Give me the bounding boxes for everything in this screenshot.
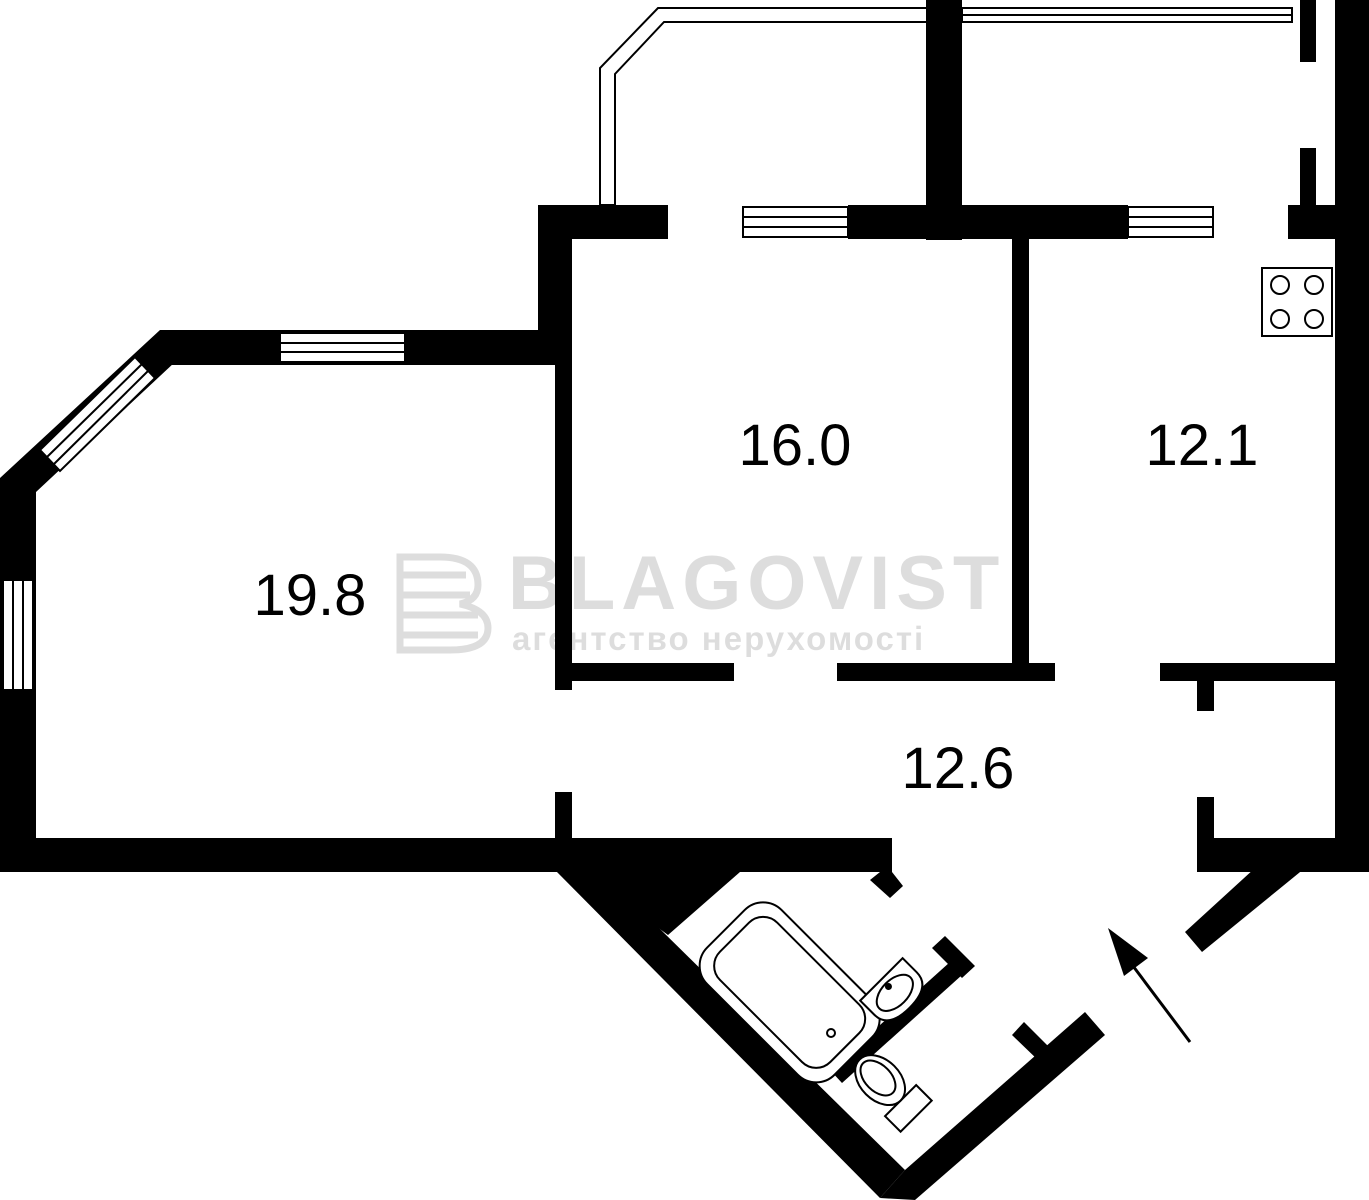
bathtub-icon xyxy=(698,901,881,1084)
wall-bathroom-stub-a xyxy=(870,872,903,898)
wall-entrance-right xyxy=(1185,868,1305,952)
wall-kitchen-bottom xyxy=(1160,663,1340,681)
window-living-diagonal xyxy=(38,355,157,473)
wall-bathroom-wedge xyxy=(555,852,892,935)
window-living-left xyxy=(2,579,34,691)
stove-icon xyxy=(1261,267,1333,337)
window-bedroom xyxy=(742,206,849,238)
wall-balcony-right-stub-2 xyxy=(1300,148,1316,208)
wall-bath-wc-divider xyxy=(830,962,962,1083)
wall-living-divider-upper xyxy=(555,362,572,690)
wall-bedroom-top-left xyxy=(538,205,668,239)
watermark: BLAGOVIST агентство нерухомості xyxy=(396,541,1005,657)
toilet-icon xyxy=(854,1054,934,1134)
watermark-logo-mark xyxy=(396,553,492,654)
wall-storage-bottom xyxy=(1197,838,1369,872)
window-kitchen xyxy=(1127,206,1214,238)
sink-icon xyxy=(858,956,924,1022)
balcony-railing xyxy=(599,7,928,206)
room-area-hallway: 12.6 xyxy=(902,736,1015,801)
wall-bedroom-bottom-left xyxy=(560,663,734,681)
entrance-arrow-icon xyxy=(1108,928,1192,1043)
wall-bedroom-top-mid xyxy=(848,205,1128,239)
wall-balcony-divider xyxy=(926,0,962,240)
wall-bathroom-stub-c xyxy=(1012,1022,1052,1062)
wall-living-divider-lower xyxy=(555,792,572,852)
wall-bathroom-bottom xyxy=(880,1012,1105,1200)
watermark-tagline: агентство нерухомості xyxy=(512,620,925,657)
window-living-top xyxy=(279,332,406,363)
wall-bathroom-outer-diagonal xyxy=(555,870,905,1198)
room-area-bedroom: 16.0 xyxy=(739,413,852,478)
wall-kitchen-bottom-stub xyxy=(1197,681,1214,711)
room-area-living: 19.8 xyxy=(254,563,367,628)
wall-kitchen-right xyxy=(1335,0,1369,870)
wall-balcony-right-stub-1 xyxy=(1300,0,1316,62)
room-area-kitchen: 12.1 xyxy=(1146,413,1259,478)
wall-bedroom-bottom-right xyxy=(837,663,1055,681)
wall-bedroom-right xyxy=(1012,239,1029,679)
windows xyxy=(2,7,1293,691)
watermark-brand: BLAGOVIST xyxy=(508,541,1005,626)
wall-bathroom-stub-b xyxy=(932,936,975,978)
